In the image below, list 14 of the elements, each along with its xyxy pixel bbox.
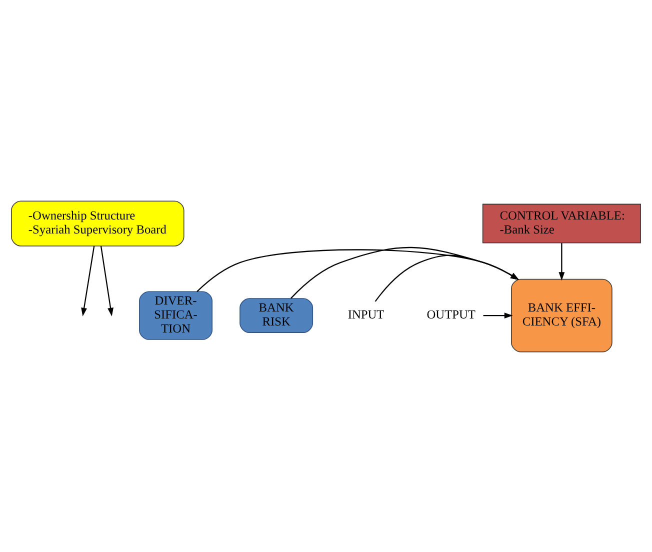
arrow <box>483 312 513 318</box>
arrow <box>100 245 114 316</box>
node-box: BANK EFFI- CIENCY (SFA) <box>511 278 612 352</box>
arrow <box>81 245 95 316</box>
node-box: DIVER- SIFICA- TION <box>139 290 212 340</box>
node-text: INPUT <box>348 306 384 321</box>
arrow <box>374 254 520 302</box>
node-text: OUTPUT <box>426 306 476 321</box>
arrow <box>290 246 520 298</box>
node-box: CONTROL VARIABLE: -Bank Size <box>482 203 641 243</box>
node-box: BANK RISK <box>240 298 314 332</box>
arrow <box>558 242 565 280</box>
node-box: -Ownership Structure -Syariah Supervisory Board <box>11 200 184 246</box>
arrow <box>196 248 520 292</box>
